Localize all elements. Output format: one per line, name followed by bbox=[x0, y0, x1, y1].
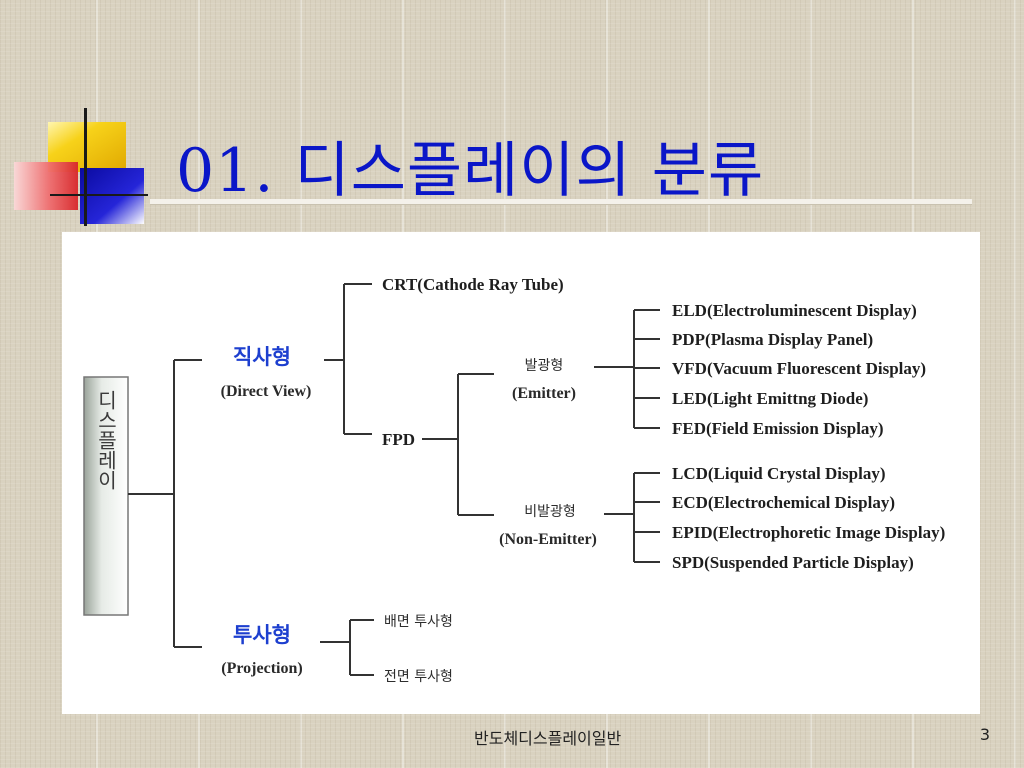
page-number: 3 bbox=[979, 725, 990, 744]
slide-title: 01. 디스플레이의 분류 bbox=[176, 136, 765, 206]
footer-title: 반도체디스플레이일반 bbox=[474, 729, 622, 748]
nonemitter-item: SPD(Suspended Particle Display) bbox=[672, 553, 914, 572]
projection-label: 투사형 bbox=[233, 623, 291, 647]
title-underline bbox=[150, 199, 972, 205]
root-label: 디스플레이 bbox=[94, 390, 118, 490]
direct-view-sub: (Direct View) bbox=[221, 383, 312, 400]
direct-view-label: 직사형 bbox=[233, 345, 291, 369]
root-box bbox=[83, 376, 129, 616]
projection-sub: (Projection) bbox=[221, 660, 302, 677]
emitter-item: ELD(Electroluminescent Display) bbox=[672, 301, 917, 320]
emitter-item: VFD(Vacuum Fluorescent Display) bbox=[672, 359, 926, 378]
nonemitter-item: EPID(Electrophoretic Image Display) bbox=[672, 523, 945, 542]
emitter-item: LED(Light Emittng Diode) bbox=[672, 389, 868, 408]
nonemitter-label: 비발광형 bbox=[524, 504, 576, 520]
emitter-label: 발광형 bbox=[525, 358, 564, 374]
nonemitter-item: LCD(Liquid Crystal Display) bbox=[672, 464, 885, 483]
emitter-item: PDP(Plasma Display Panel) bbox=[672, 330, 873, 349]
crt-label: CRT(Cathode Ray Tube) bbox=[382, 275, 564, 294]
projection-item: 배면 투사형 bbox=[384, 614, 453, 630]
nonemitter-sub: (Non-Emitter) bbox=[499, 531, 597, 548]
fpd-label: FPD bbox=[382, 430, 415, 449]
diagram-canvas: 디스플레이 bbox=[83, 275, 945, 685]
classification-diagram: 디스플레이 bbox=[62, 232, 980, 714]
emitter-item: FED(Field Emission Display) bbox=[672, 419, 884, 438]
projection-item: 전면 투사형 bbox=[384, 669, 453, 685]
nonemitter-item: ECD(Electrochemical Display) bbox=[672, 493, 895, 512]
color-squares-deco bbox=[14, 108, 148, 226]
emitter-sub: (Emitter) bbox=[512, 385, 576, 402]
connector-lines bbox=[128, 283, 660, 676]
